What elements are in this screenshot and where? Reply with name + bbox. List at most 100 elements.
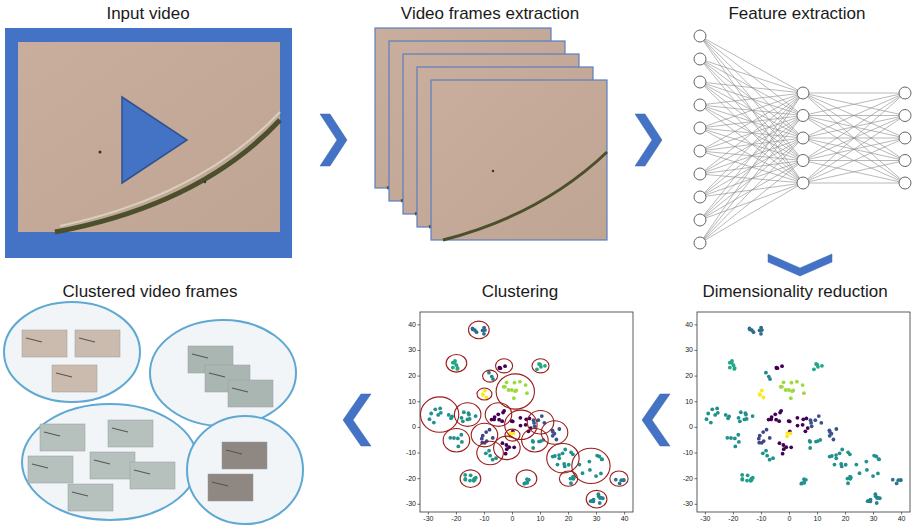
- axis-tick-mark: [418, 453, 421, 454]
- data-point: [801, 383, 805, 387]
- data-point: [817, 414, 821, 418]
- flow-chevron: [343, 394, 371, 446]
- data-point: [778, 411, 782, 415]
- axis-tick: -10: [406, 449, 416, 457]
- data-point: [503, 364, 507, 368]
- data-point: [834, 456, 838, 460]
- axis-tick: 20: [565, 515, 573, 523]
- cluster-outline: [471, 423, 498, 447]
- speck: [99, 151, 102, 154]
- axis-tick: 0: [788, 515, 792, 523]
- axis-tick-mark: [624, 512, 625, 515]
- thumbnail-detail: [192, 354, 208, 358]
- data-point: [490, 418, 494, 422]
- process-panel: Clustered video frames: [2, 276, 343, 530]
- axis-tick-mark: [789, 512, 790, 515]
- data-point: [878, 496, 882, 500]
- nn-weight: [700, 105, 803, 183]
- axis-tick-mark: [695, 478, 698, 479]
- data-point: [497, 366, 501, 370]
- nn-weight: [803, 138, 905, 183]
- data-point: [491, 436, 495, 440]
- neural-network: [694, 30, 911, 249]
- data-point: [846, 481, 850, 485]
- panel-title: Feature extraction: [728, 4, 865, 24]
- data-point: [784, 445, 788, 449]
- data-point: [844, 463, 848, 467]
- data-point: [591, 500, 595, 504]
- thumbnail-detail: [232, 388, 248, 392]
- data-point: [758, 392, 762, 396]
- data-point: [765, 428, 769, 432]
- nn-weight: [803, 93, 905, 116]
- frame-thumbnail: [52, 365, 97, 392]
- axis-tick: -30: [406, 500, 416, 508]
- data-point: [759, 332, 763, 336]
- data-point: [780, 364, 784, 368]
- data-point: [761, 451, 765, 455]
- axis-tick-mark: [845, 512, 846, 515]
- data-point: [438, 407, 442, 411]
- axis-tick-mark: [428, 512, 429, 515]
- data-point: [465, 418, 469, 422]
- data-point: [480, 437, 484, 441]
- nn-neuron: [694, 76, 706, 88]
- axis-tick: 40: [898, 515, 906, 523]
- data-point: [525, 391, 529, 395]
- data-point: [740, 478, 744, 482]
- data-point: [828, 455, 832, 459]
- data-point: [764, 371, 768, 375]
- frame-thumbnail: [130, 462, 175, 489]
- frame-thumbnail: [228, 380, 273, 407]
- data-point: [557, 427, 561, 431]
- data-point: [737, 440, 741, 444]
- axis-tick: 10: [408, 398, 416, 406]
- data-point: [848, 452, 852, 456]
- data-point: [710, 407, 714, 411]
- data-point: [524, 383, 528, 387]
- data-point: [773, 412, 777, 416]
- scatter-plot: [418, 312, 634, 515]
- process-panel: Dimensionality reduction: [670, 276, 914, 530]
- data-point: [808, 439, 812, 443]
- data-point: [785, 431, 789, 435]
- data-point: [453, 359, 457, 363]
- cluster-outline: [496, 359, 513, 373]
- data-point: [782, 380, 786, 384]
- cluster-ellipse: [150, 320, 296, 426]
- data-point: [819, 421, 823, 425]
- data-point: [736, 433, 740, 437]
- axis-tick: 30: [685, 346, 693, 354]
- data-point: [569, 481, 573, 485]
- data-point: [459, 433, 463, 437]
- data-point: [808, 446, 812, 450]
- data-point: [469, 473, 473, 477]
- axis-tick-mark: [568, 512, 569, 515]
- thumbnail-detail: [56, 373, 72, 377]
- data-point: [512, 431, 516, 435]
- axis-tick: -20: [683, 475, 693, 483]
- axis-tick: -20: [406, 475, 416, 483]
- data-point: [865, 468, 869, 472]
- axis-tick-mark: [695, 504, 698, 505]
- data-point: [775, 366, 779, 370]
- axis-tick-mark: [418, 350, 421, 351]
- data-point: [491, 377, 495, 381]
- data-point: [801, 417, 805, 421]
- axis-tick: -30: [700, 515, 710, 523]
- data-point: [891, 478, 895, 482]
- axis-tick: 30: [408, 346, 416, 354]
- cluster-outline: [477, 388, 492, 400]
- data-point: [770, 415, 774, 419]
- axis-tick: 20: [842, 515, 850, 523]
- data-point: [448, 436, 452, 440]
- data-point: [494, 456, 498, 460]
- data-point: [561, 451, 565, 455]
- nn-weight: [700, 128, 803, 183]
- axis-tick-mark: [695, 401, 698, 402]
- data-point: [562, 462, 566, 466]
- nn-weight: [803, 93, 905, 116]
- cluster-ellipse: [187, 416, 303, 524]
